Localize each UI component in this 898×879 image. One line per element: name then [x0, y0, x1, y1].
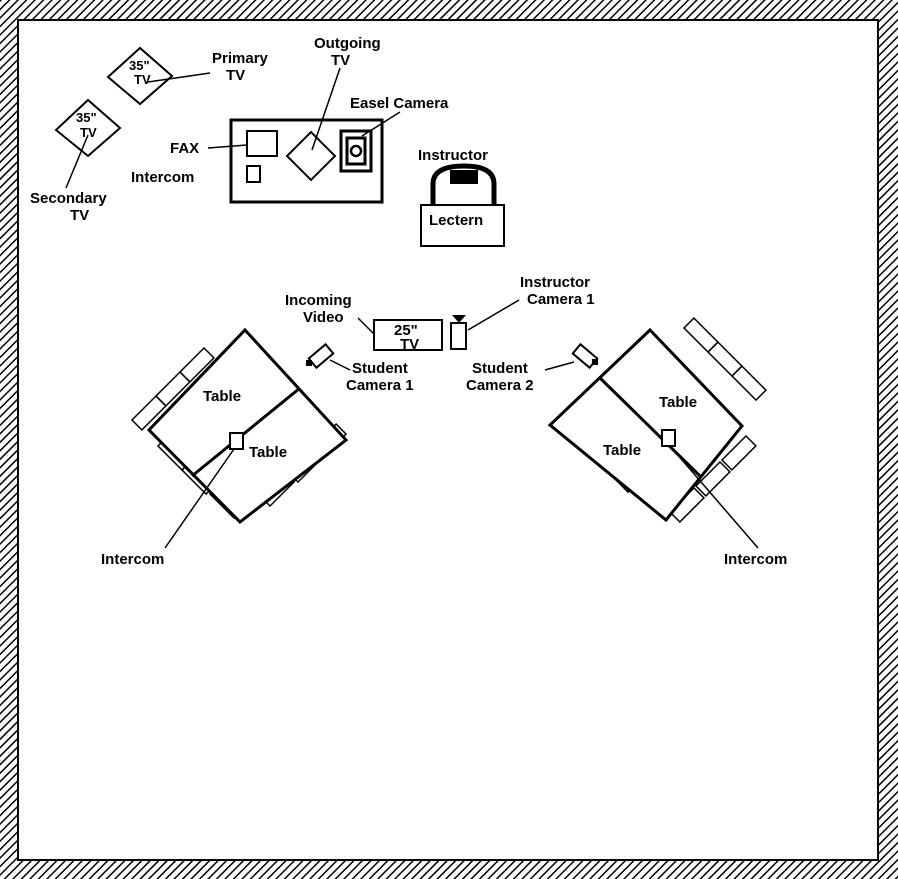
left-table-group: [130, 327, 349, 524]
secondary-tv-size-line1: 35": [76, 110, 97, 125]
student-camera-1-leader: [329, 359, 351, 371]
fax-machine: [246, 130, 278, 157]
student-camera-2-leader: [544, 361, 575, 371]
easel-camera-label: Easel Camera: [350, 95, 449, 112]
student-camera-1-label-line1: Student: [352, 360, 408, 377]
room-inner-edge: [17, 19, 879, 861]
student-camera-2-label-line2: Camera 2: [466, 377, 534, 394]
right-table-bottom-label: Table: [603, 442, 641, 459]
instructor-console: [229, 118, 384, 204]
instructor-camera-label-line1: Instructor: [520, 274, 590, 291]
outgoing-tv: [285, 130, 337, 182]
primary-tv-leader: [147, 72, 211, 83]
left-table-intercom: [229, 432, 244, 450]
student-camera-1-label-line2: Camera 1: [346, 377, 414, 394]
fax-leader: [207, 144, 248, 149]
outgoing-tv-label-line1: Outgoing: [314, 35, 381, 52]
right-table-top-label: Table: [659, 394, 697, 411]
right-intercom-leader: [669, 445, 759, 549]
primary-tv: 35" TV: [106, 46, 174, 106]
outgoing-tv-label-line2: TV: [331, 52, 350, 69]
primary-tv-label-line1: Primary: [212, 50, 269, 67]
secondary-tv-label-line1: Secondary: [30, 190, 107, 207]
primary-tv-label-line2: TV: [226, 67, 245, 84]
secondary-tv: 35" TV: [54, 98, 122, 158]
incoming-tv-size-line2: TV: [400, 336, 419, 353]
primary-tv-size-line2: TV: [134, 72, 151, 87]
secondary-tv-label-line2: TV: [70, 207, 89, 224]
incoming-video-leader: [357, 317, 375, 335]
student-camera-1: [306, 342, 335, 370]
right-table-group: [547, 317, 768, 524]
left-intercom-leader: [164, 448, 235, 549]
instructor-label: Instructor: [418, 147, 488, 164]
left-table-bottom-label: Table: [249, 444, 287, 461]
right-intercom-label: Intercom: [724, 551, 787, 568]
left-intercom-label: Intercom: [101, 551, 164, 568]
instructor-camera: [450, 315, 467, 350]
incoming-tv-size-line1: 25": [394, 322, 418, 339]
student-camera-2: [571, 342, 599, 370]
secondary-tv-size-line2: TV: [80, 125, 97, 140]
incoming-video-label-line2: Video: [303, 309, 344, 326]
primary-tv-size-line1: 35": [129, 58, 150, 73]
right-table-intercom: [661, 429, 676, 447]
incoming-tv: [373, 319, 443, 351]
incoming-video-label-line1: Incoming: [285, 292, 352, 309]
lectern-label: Lectern: [429, 212, 483, 229]
lectern: [420, 204, 505, 247]
student-camera-2-label-line1: Student: [472, 360, 528, 377]
outgoing-tv-leader: [311, 67, 341, 151]
left-table-top-label: Table: [203, 388, 241, 405]
console-intercom: [246, 165, 261, 183]
console-intercom-label: Intercom: [131, 169, 194, 186]
instructor-camera-label-line2: Camera 1: [527, 291, 595, 308]
fax-label: FAX: [170, 140, 199, 157]
instructor-figure: [430, 163, 497, 205]
instructor-camera-leader: [467, 299, 520, 331]
secondary-tv-leader: [65, 134, 89, 189]
easel-camera-leader: [361, 111, 401, 137]
easel-camera: [339, 129, 373, 173]
